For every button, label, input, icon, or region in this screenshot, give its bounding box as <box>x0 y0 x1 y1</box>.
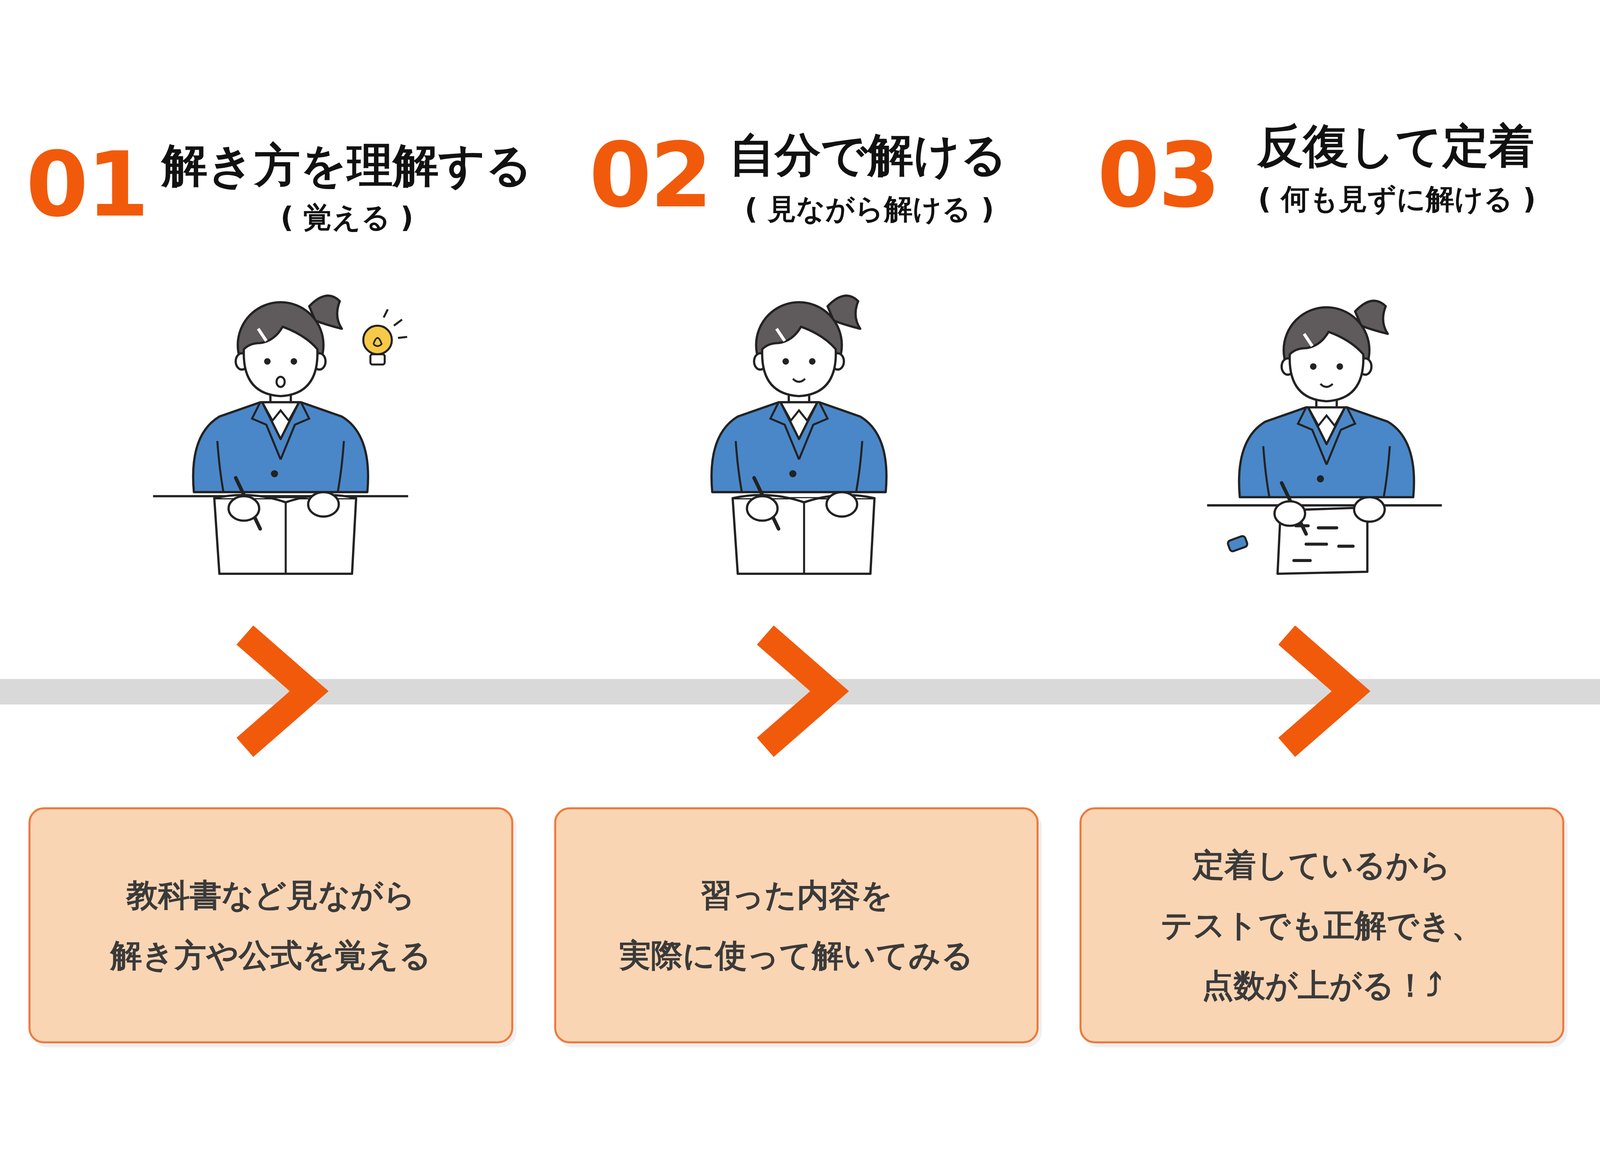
student-figure-1-part <box>228 477 340 529</box>
student-figure-3 <box>1207 300 1442 574</box>
step-result-box: 定着しているから テストでも正解でき、 点数が上がる！⤴ <box>1079 807 1565 1043</box>
student-figure-3-part <box>1227 534 1249 552</box>
step-number: 03 <box>1097 130 1219 221</box>
chevron-arrows <box>244 634 1351 748</box>
step-subheading: ( 見ながら解ける ) <box>744 195 995 224</box>
light-bulb-icon-part <box>383 309 388 318</box>
student-figure-3-part <box>1274 482 1385 534</box>
student-figure-1 <box>152 295 409 574</box>
step-heading: 解き方を理解する <box>161 142 533 189</box>
student-figure-3-part-part <box>1338 544 1354 548</box>
box-text: 習った内容を 実際に使って解いてみる <box>585 864 1008 986</box>
light-bulb-icon <box>363 309 407 365</box>
chevron-arrows-part <box>765 634 830 748</box>
box-text: 教科書など見ながら 解き方や公式を覚える <box>60 864 482 986</box>
step-number: 01 <box>25 139 148 230</box>
student-figure-2 <box>711 295 887 574</box>
step-heading: 反復して定着 <box>1257 122 1535 169</box>
student-figure-3-part <box>1239 300 1415 497</box>
student-figure-2-part <box>746 477 858 529</box>
chevron-arrows-part <box>244 634 310 748</box>
student-figure-3-part <box>1207 504 1442 507</box>
step-result-box: 習った内容を 実際に使って解いてみる <box>554 807 1039 1043</box>
step-subheading: ( 何も見ずに解ける ) <box>1258 184 1537 214</box>
student-figure-3-part-part <box>1306 542 1327 546</box>
student-figure-3-part <box>1320 383 1333 387</box>
student-figure-2-part <box>792 378 806 383</box>
box-text: 定着しているから テストでも正解でき、 点数が上がる！⤴ <box>1111 834 1533 1016</box>
light-bulb-icon-part <box>373 337 382 346</box>
step-number: 02 <box>589 130 711 221</box>
student-figure-3-part-part <box>1318 526 1337 530</box>
step-heading: 自分で解ける <box>729 132 1008 178</box>
light-bulb-icon-part <box>370 354 385 365</box>
student-figure-3-part-part <box>1293 558 1311 562</box>
student-figure-1-part <box>276 376 285 387</box>
student-figure-1-part <box>193 295 368 492</box>
chevron-arrows-part <box>1286 634 1351 748</box>
step-result-box: 教科書など見ながら 解き方や公式を覚える <box>28 807 514 1043</box>
step-subheading: ( 覚える ) <box>280 203 414 232</box>
student-figure-2-part <box>711 295 887 492</box>
student-figure-1-part <box>152 494 409 498</box>
light-bulb-icon-part <box>398 336 408 338</box>
light-bulb-icon-part <box>363 325 392 354</box>
light-bulb-icon-part <box>393 319 402 326</box>
